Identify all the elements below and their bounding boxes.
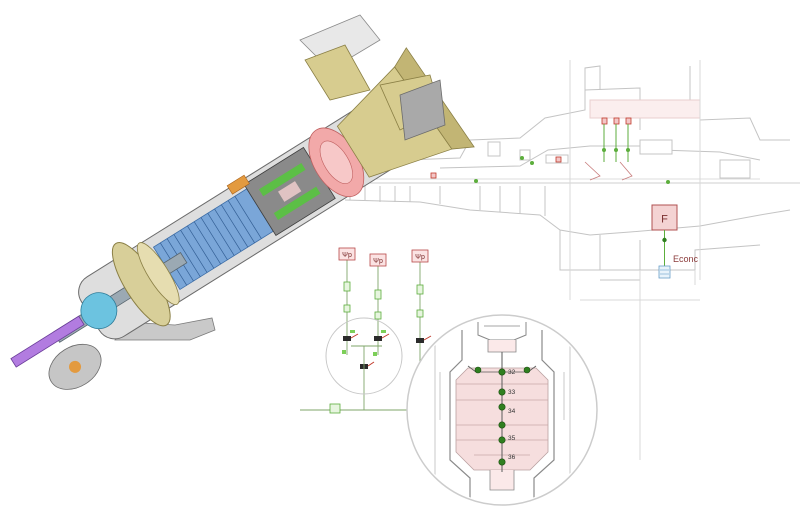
svg-text:Ψp: Ψp	[373, 258, 383, 265]
svg-text:Ψp: Ψp	[342, 252, 352, 259]
econ-label: Econc	[673, 254, 699, 264]
control-schematic: Ψp Ψp Ψp	[300, 247, 440, 414]
frame-lines	[569, 60, 701, 460]
pressure-sensor-1: Ψp	[338, 247, 356, 261]
schematic-sensor-markers	[430, 117, 670, 184]
pressure-sensor-3: Ψp	[411, 249, 429, 263]
engine-cutaway-3d	[10, 14, 475, 390]
svg-text:Ψp: Ψp	[415, 254, 425, 261]
pressure-sensor-2: Ψp	[369, 253, 387, 267]
node-label-32: 32	[508, 369, 516, 376]
f-box-label: F	[661, 214, 668, 226]
magnified-detail: 32 33 34 35 36	[406, 314, 598, 506]
node-label-35: 35	[508, 435, 516, 442]
node-label-36: 36	[508, 454, 516, 461]
f-flow-element: F Econc	[651, 204, 699, 279]
node-label-33: 33	[508, 389, 516, 396]
node-label-34: 34	[508, 408, 516, 415]
